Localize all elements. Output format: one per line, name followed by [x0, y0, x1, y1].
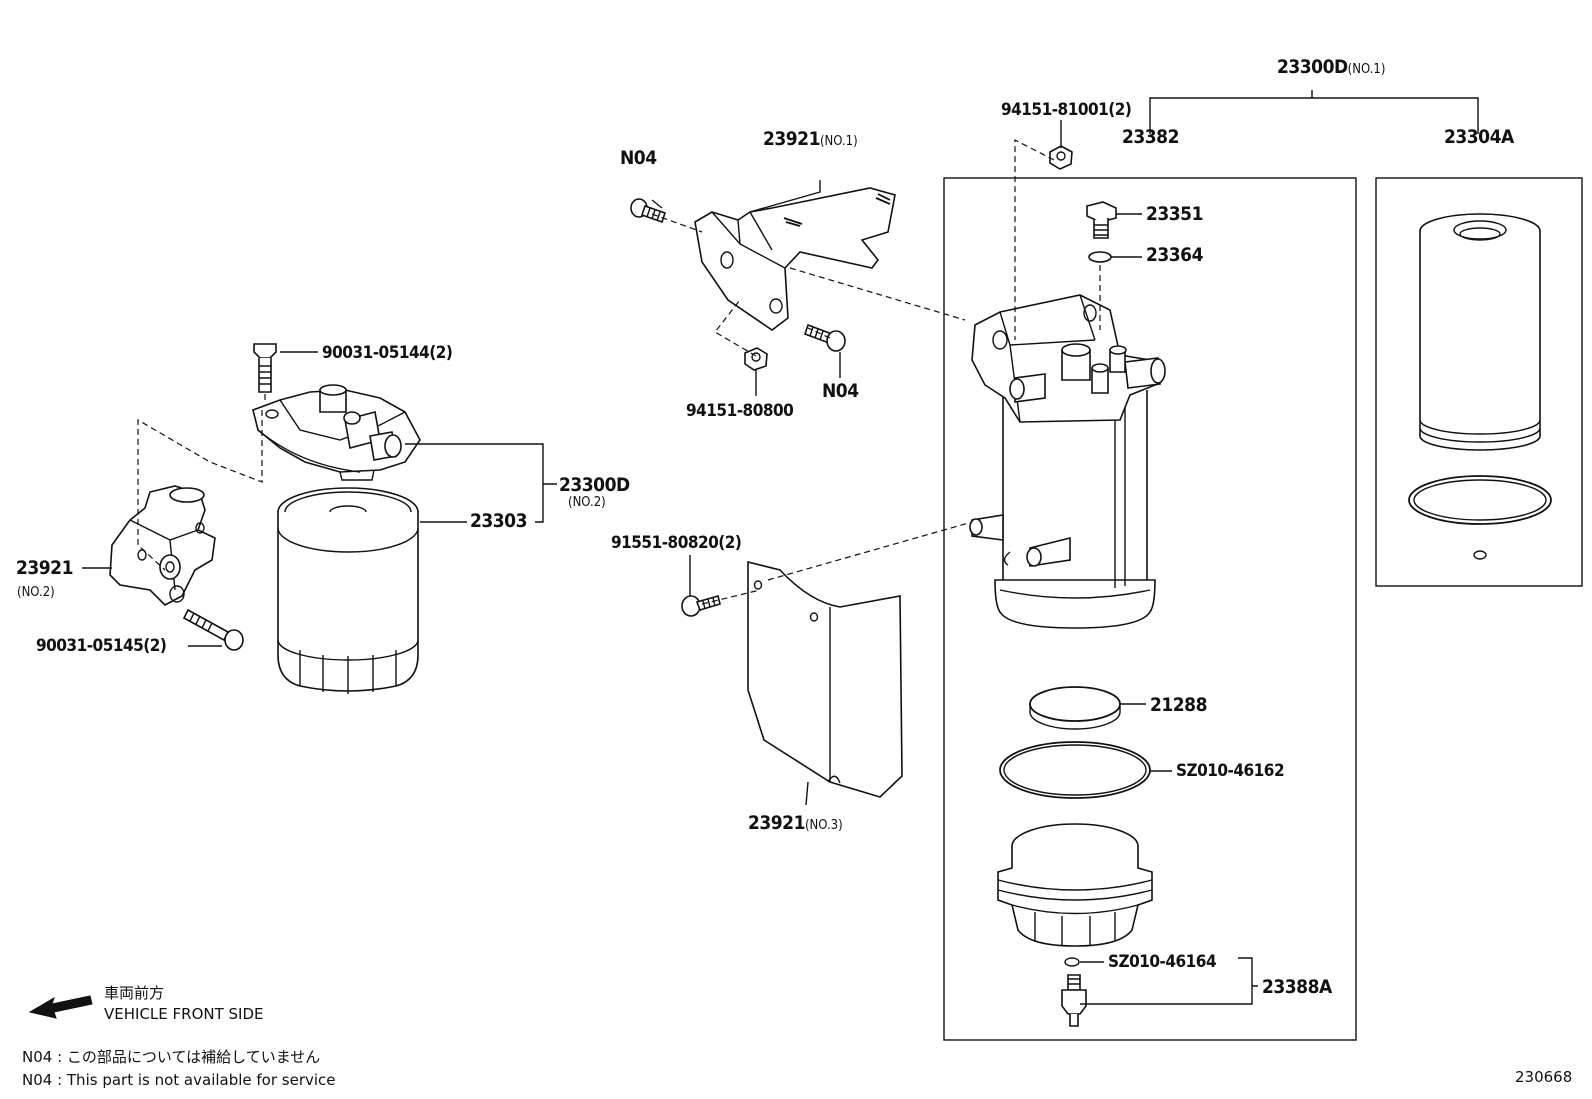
- label-SZ010-46162: SZ010-46162: [1176, 761, 1285, 781]
- filter-head-23300D-no2: [252, 384, 421, 481]
- note-en: N04 : This part is not available for ser…: [22, 1071, 336, 1089]
- label-94151-81001: 94151-81001(2): [1001, 100, 1132, 120]
- label-94151-80800: 94151-80800: [686, 401, 794, 421]
- label-SZ010-46164: SZ010-46164: [1108, 952, 1217, 972]
- bolt-91551-80820: [681, 595, 721, 617]
- washer-23364: [1088, 251, 1112, 263]
- arrow-left-icon: [28, 995, 93, 1019]
- bolt-n04-top: [630, 198, 667, 224]
- spin-on-filter-23303: [277, 487, 419, 694]
- label-23921-no2-sub: (NO.2): [17, 585, 55, 600]
- label-n04-top: N04: [620, 147, 657, 169]
- label-90031-05145: 90031-05145(2): [36, 636, 167, 656]
- label-23388A: 23388A: [1262, 976, 1332, 998]
- dashed-lines: [137, 139, 1101, 605]
- label-n04-mid: N04: [822, 380, 859, 402]
- label-23300D-no1: 23300D(NO.1): [1277, 56, 1386, 78]
- label-23364: 23364: [1146, 244, 1203, 266]
- filter-housing-23382: [969, 294, 1166, 629]
- label-23300D-no2-sub: (NO.2): [568, 495, 606, 510]
- o-ring-SZ010-46162: [999, 741, 1151, 799]
- note-jp: N04 : この部品については補給していません: [22, 1048, 321, 1066]
- filter-element-23304A: [1408, 213, 1552, 560]
- label-23921-no1: 23921(NO.1): [763, 128, 858, 150]
- bracket-23921-no1: [694, 187, 896, 331]
- nut-94151-81001: [1049, 145, 1073, 170]
- bracket-23300D-no1: [1149, 90, 1479, 134]
- label-23382: 23382: [1122, 126, 1179, 148]
- bracket-23921-no2: [109, 485, 216, 606]
- label-91551-80820: 91551-80820(2): [611, 533, 742, 553]
- o-ring-SZ010-46164: [1064, 957, 1080, 967]
- label-23351: 23351: [1146, 203, 1203, 225]
- label-90031-05144: 90031-05144(2): [322, 343, 453, 363]
- box-23304A: [1375, 177, 1583, 587]
- figure-number: 230668: [1515, 1068, 1573, 1086]
- box-23382: [943, 177, 1357, 1041]
- ring-21288: [1029, 686, 1121, 730]
- plug-23351: [1086, 201, 1117, 239]
- bolt-90031-05145: [182, 608, 244, 651]
- direction-en: VEHICLE FRONT SIDE: [104, 1005, 264, 1023]
- leader-lines: [82, 120, 1258, 1005]
- bolt-90031-05144: [253, 343, 277, 393]
- nut-94151-80800: [744, 347, 768, 371]
- label-23303: 23303: [470, 510, 527, 532]
- direction-jp: 車両前方: [104, 984, 165, 1002]
- drain-plug: [1061, 974, 1087, 1027]
- label-23921-no2: 23921: [16, 557, 73, 579]
- shield-23921-no3: [747, 560, 903, 798]
- label-23300D-no2: 23300D: [559, 474, 630, 496]
- label-23921-no3: 23921(NO.3): [748, 812, 843, 834]
- label-23304A: 23304A: [1444, 126, 1514, 148]
- label-21288: 21288: [1150, 694, 1207, 716]
- filter-bowl: [997, 823, 1153, 947]
